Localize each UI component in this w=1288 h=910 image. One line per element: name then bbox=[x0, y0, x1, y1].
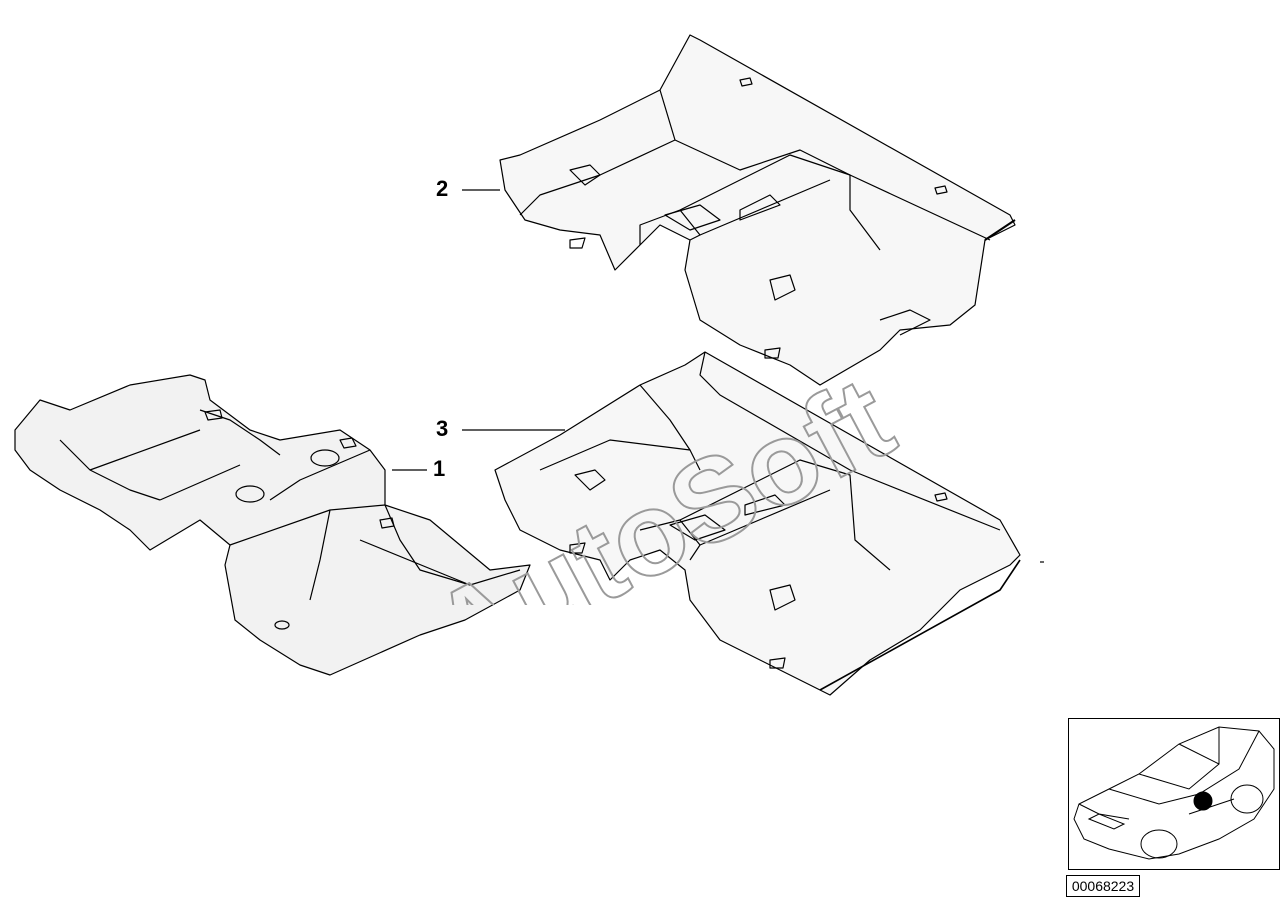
callout-2[interactable]: 2 bbox=[436, 176, 449, 201]
vehicle-location-thumbnail bbox=[1068, 718, 1280, 870]
location-dot-icon bbox=[1193, 791, 1213, 811]
car-outline-icon bbox=[1073, 726, 1275, 860]
reference-number: 00068223 bbox=[1066, 875, 1140, 897]
part-1-floor-covering[interactable] bbox=[14, 374, 531, 676]
part-2-floor-covering[interactable] bbox=[499, 34, 1016, 386]
callout-3[interactable]: 3 bbox=[436, 416, 449, 441]
callout-1[interactable]: 1 bbox=[433, 456, 446, 481]
part-3-floor-covering[interactable] bbox=[494, 351, 1021, 696]
